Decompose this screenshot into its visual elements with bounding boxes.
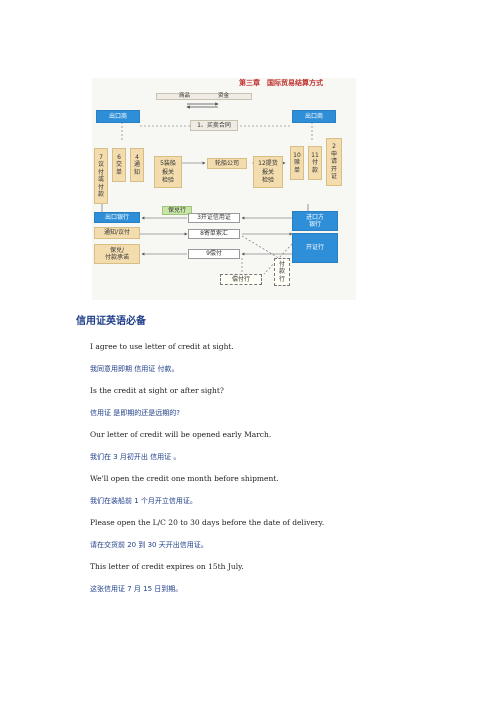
issue-credit-box: 3开证信用证	[188, 213, 240, 223]
reimburse-box: 9偿付	[188, 249, 240, 259]
import-bank-box: 进口方 银行	[292, 211, 338, 231]
english-line-4: We'll open the credit one month before s…	[90, 474, 279, 483]
chinese-line-6: 这张信用证 7 月 15 日到期。	[90, 585, 183, 593]
step-12-sub: 报关 检验	[261, 169, 274, 184]
step-5-sub: 报关 检验	[161, 169, 174, 184]
step-2-box: 2 申 请 开 证	[326, 138, 342, 186]
english-line-6: This letter of credit expires on 15th Ju…	[90, 562, 244, 571]
exporter-box: 出口商	[96, 110, 140, 123]
funds-label: 资金	[218, 92, 230, 99]
goods-label: 商品	[178, 92, 190, 99]
chinese-line-3: 我们在 3 月初开出 信用证 。	[90, 453, 181, 461]
diagram-title: 第三章 国际贸易结算方式	[239, 79, 323, 87]
advising-box: 通知/议付	[94, 227, 140, 239]
chinese-line-5: 请在交货前 20 到 30 天开出信用证。	[90, 541, 208, 549]
step-5-label: 5装船	[160, 159, 176, 167]
importer-box: 出口商	[292, 110, 336, 123]
step-5-box: 5装船 报关 检验	[154, 156, 182, 188]
chinese-line-1: 我同意用即期 信用证 付款。	[90, 365, 179, 373]
export-bank-box: 出口银行	[94, 212, 140, 223]
step-6-box: 6 交 单	[112, 148, 126, 182]
section-heading: 信用证英语必备	[76, 316, 146, 327]
step-12-label: 12提货	[258, 159, 278, 167]
shipping-company-box: 轮船公司	[207, 158, 247, 169]
settlement-flow-diagram: 第三章 国际贸易结算方式 商品 资金 出口商 出口商 1、买卖合同 7 议 付 …	[92, 78, 356, 300]
confirm-pay-box: 保兑/ 付款承诺	[94, 244, 140, 264]
english-line-5: Please open the L/C 20 to 30 days before…	[90, 518, 325, 527]
chinese-line-4: 我们在装船前 1 个月开立信用证。	[90, 497, 197, 505]
english-line-3: Our letter of credit will be opened earl…	[90, 430, 272, 439]
english-line-2: Is the credit at sight or after sight?	[90, 386, 224, 395]
reimbursing-bank-box: 偿付行	[220, 274, 262, 285]
english-line-1: I agree to use letter of credit at sight…	[90, 342, 234, 351]
paying-bank-box: 付 款 行	[274, 258, 290, 286]
send-docs-box: 8寄单索汇	[188, 229, 240, 239]
step-12-box: 12提货 报关 检验	[253, 156, 283, 188]
step-10-box: 10 赎 单	[290, 146, 304, 180]
goods-funds-bar: 商品 资金	[156, 93, 252, 100]
step-4-box: 4 通 知	[130, 148, 144, 182]
confirming-bank-box: 保兑行	[162, 206, 192, 215]
contract-box: 1、买卖合同	[190, 120, 238, 131]
issuing-bank-box: 开证行	[292, 233, 338, 263]
step-7-box: 7 议 付 或 付 款	[94, 148, 108, 204]
step-11-box: 11 付 款	[308, 146, 322, 180]
chinese-line-2: 信用证 是即期的还是远期的?	[90, 409, 180, 417]
